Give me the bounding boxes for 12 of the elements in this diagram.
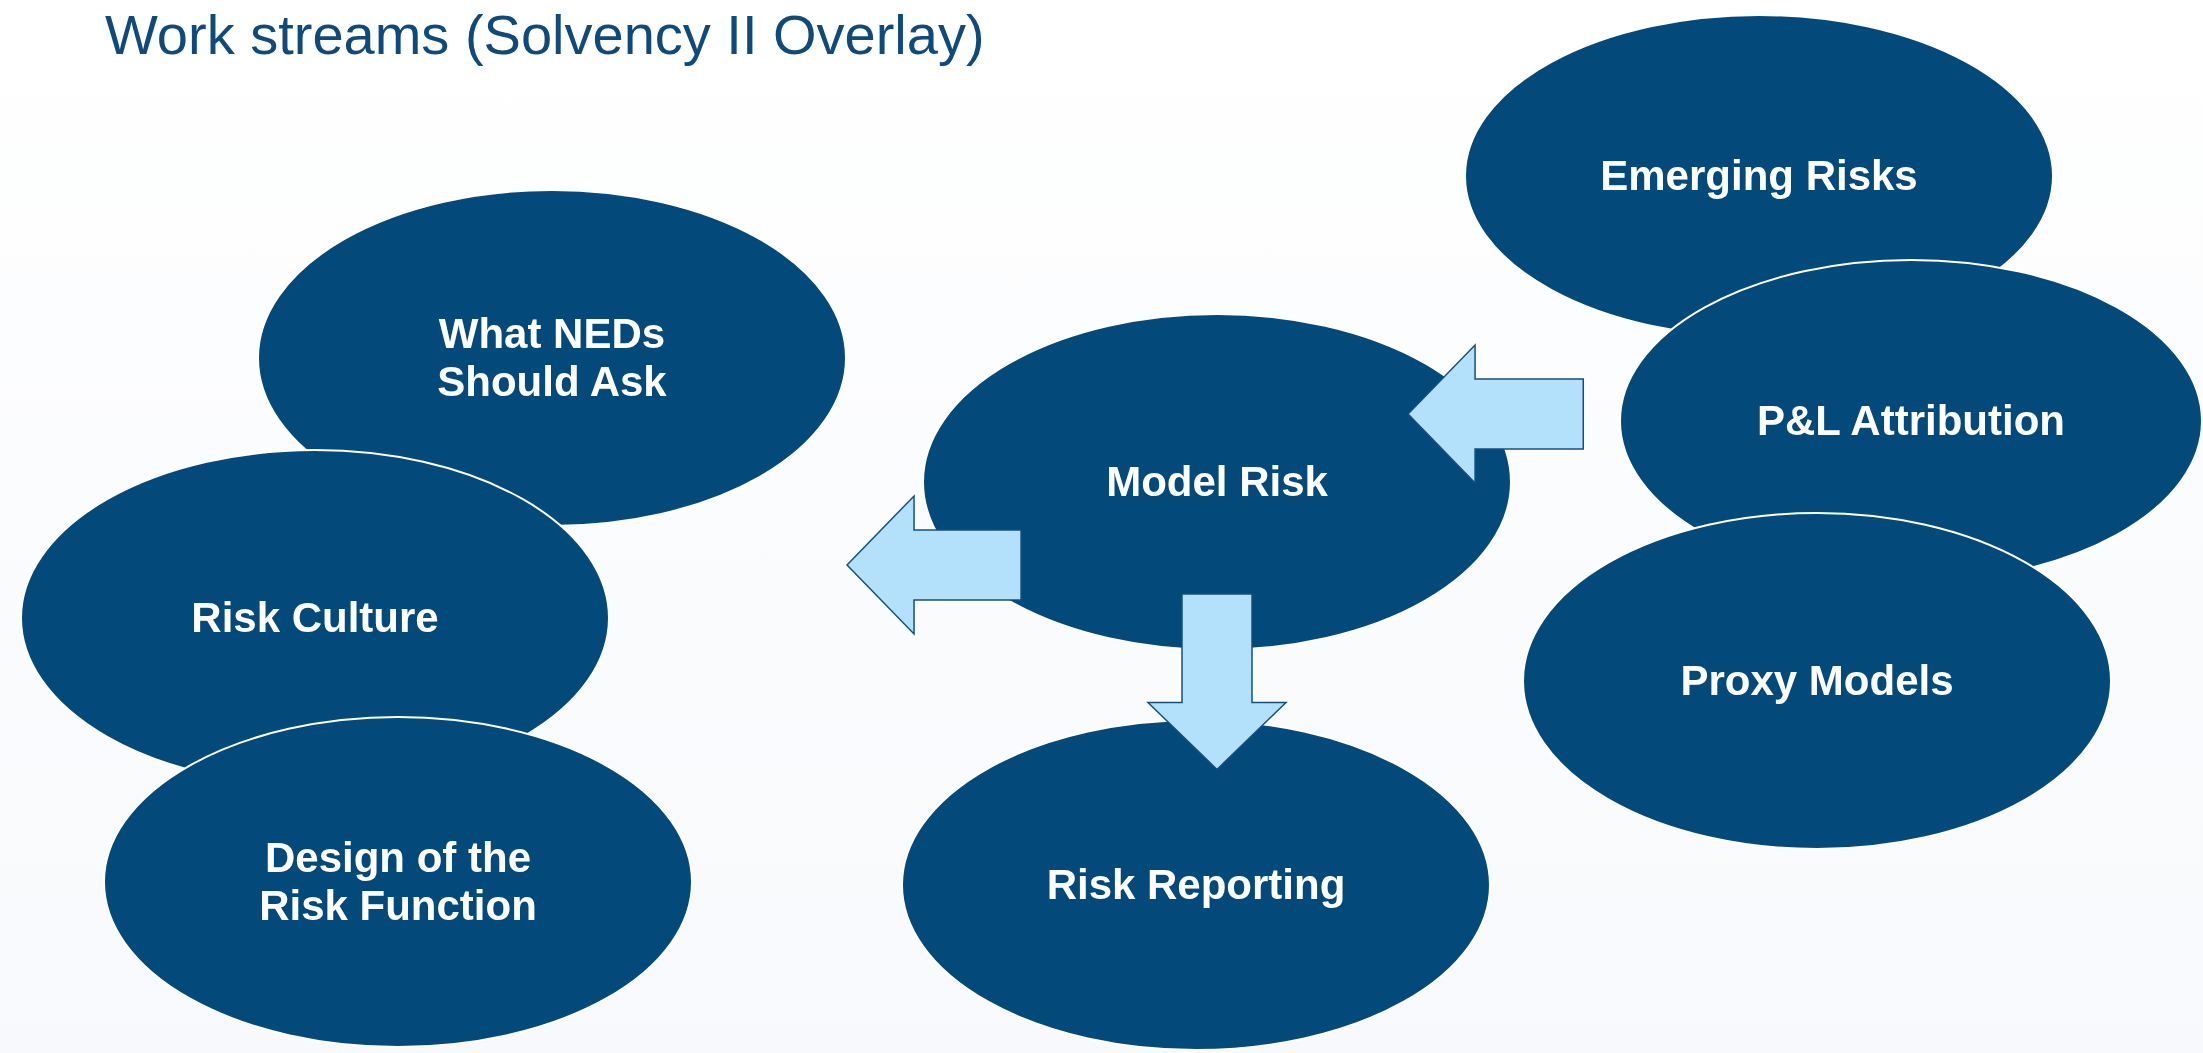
- block-arrow: [1407, 343, 1584, 485]
- node-label: Model Risk: [1105, 457, 1329, 507]
- node-label: Proxy Models: [1679, 656, 1955, 706]
- node-label: What NEDs Should Ask: [436, 309, 668, 407]
- node-label: Risk Reporting: [1045, 860, 1347, 910]
- node-label: Risk Culture: [190, 593, 440, 643]
- node-label: Design of the Risk Function: [258, 833, 538, 931]
- title: Work streams (Solvency II Overlay): [105, 2, 985, 67]
- block-arrow: [1146, 593, 1288, 771]
- block-arrow: [846, 494, 1022, 636]
- node-label: Emerging Risks: [1599, 151, 1919, 201]
- node-label: P&L Attribution: [1756, 396, 2066, 446]
